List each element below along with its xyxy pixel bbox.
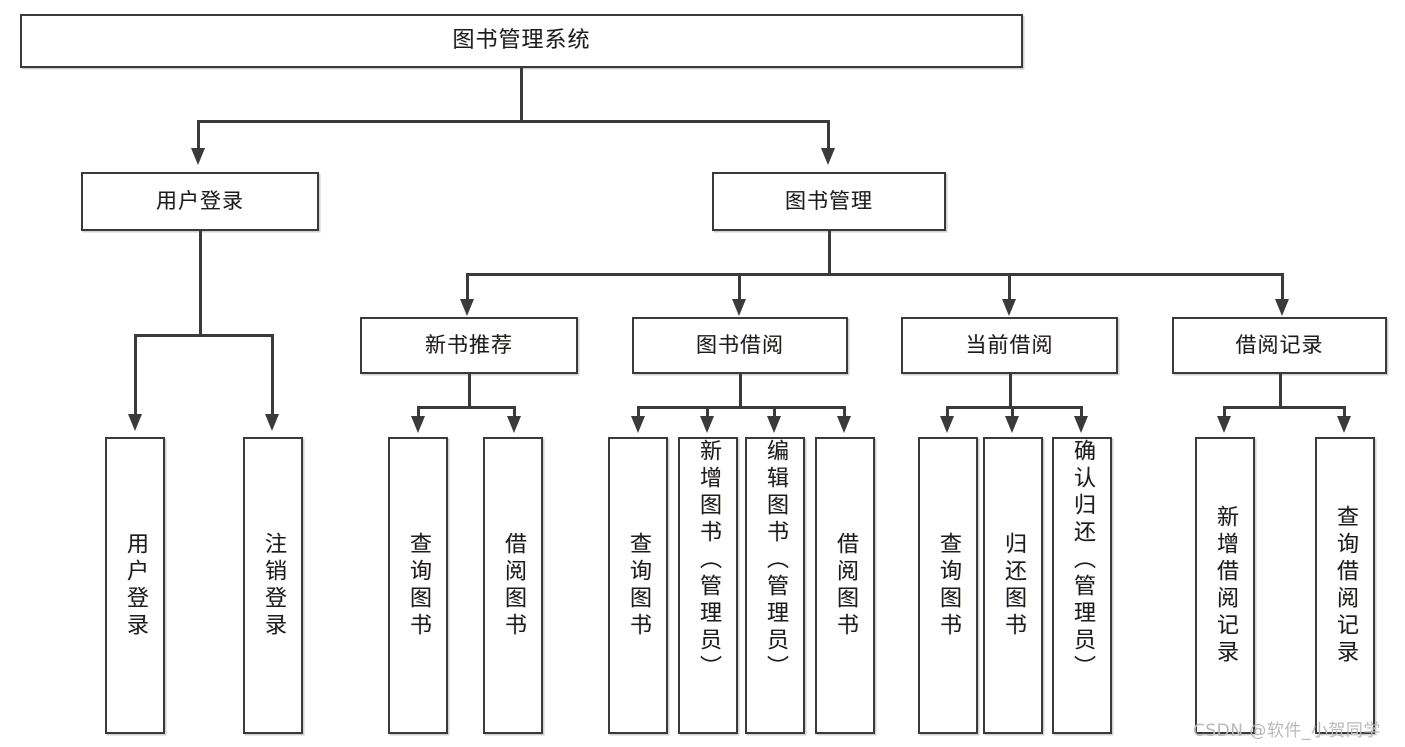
edge-borrow-record-child-2 (1343, 406, 1346, 418)
edge-current-borrow-child-3 (1080, 406, 1083, 418)
edge-book-manage-bar (466, 273, 1284, 276)
leaf-new-book-borrow[interactable]: 借阅图书 (483, 437, 543, 734)
arrow-new-book-child-2 (507, 416, 521, 433)
edge-current-borrow-child-2 (1011, 406, 1014, 418)
node-label: 编辑图书（管理员） (763, 439, 788, 682)
node-book-management[interactable]: 图书管理 (712, 172, 946, 231)
arrow-borrow-record-child-2 (1337, 416, 1351, 433)
leaf-book-borrow-borrow[interactable]: 借阅图书 (815, 437, 875, 734)
arrow-user-login-child-1 (128, 414, 142, 431)
arrow-current-borrow-child-1 (940, 416, 954, 433)
edge-user-login-bar (134, 334, 273, 337)
edge-to-new-book (466, 273, 469, 301)
edge-root-bar (197, 120, 829, 123)
edge-book-borrow-child-1 (637, 406, 640, 418)
arrow-to-book-borrow (732, 299, 746, 316)
node-label: 注销登录 (261, 531, 286, 640)
node-label: 查询图书 (406, 531, 431, 640)
node-label: 用户登录 (123, 531, 148, 640)
node-label: 借阅图书 (833, 531, 858, 640)
edge-to-current-borrow (1008, 273, 1011, 301)
node-label: 查询借阅记录 (1333, 504, 1358, 667)
node-label: 新增图书（管理员） (696, 439, 721, 682)
node-label: 新书推荐 (425, 333, 513, 358)
arrow-book-borrow-child-1 (631, 416, 645, 433)
arrow-to-book-manage (821, 148, 835, 165)
node-label: 借阅图书 (501, 531, 526, 640)
edge-borrow-record-child-1 (1223, 406, 1226, 418)
arrow-current-borrow-child-2 (1005, 416, 1019, 433)
node-current-borrow[interactable]: 当前借阅 (901, 317, 1118, 374)
leaf-book-borrow-query[interactable]: 查询图书 (608, 437, 668, 734)
edge-book-borrow-stem (739, 374, 742, 406)
edge-to-book-borrow (738, 273, 741, 301)
edge-new-book-child-2 (513, 406, 516, 418)
edge-new-book-stem (468, 374, 471, 406)
leaf-current-borrow-query[interactable]: 查询图书 (918, 437, 978, 734)
node-label: 图书借阅 (696, 333, 784, 358)
edge-to-user-login (197, 120, 200, 150)
node-label: 查询图书 (626, 531, 651, 640)
edge-to-borrow-record (1281, 273, 1284, 301)
node-new-book-recommend[interactable]: 新书推荐 (360, 317, 578, 374)
leaf-borrow-record-query[interactable]: 查询借阅记录 (1315, 437, 1375, 734)
edge-current-borrow-bar (946, 406, 1082, 409)
node-label: 确认归还（管理员） (1070, 439, 1095, 682)
edge-root-stem (520, 68, 523, 120)
leaf-user-login-login[interactable]: 用户登录 (105, 437, 165, 734)
edge-new-book-child-1 (417, 406, 420, 418)
arrow-book-borrow-child-2 (700, 416, 714, 433)
arrow-book-borrow-child-3 (767, 416, 781, 433)
edge-book-borrow-child-4 (843, 406, 846, 418)
arrow-book-borrow-child-4 (837, 416, 851, 433)
node-book-borrow[interactable]: 图书借阅 (632, 317, 848, 374)
edge-book-borrow-child-2 (706, 406, 709, 418)
node-root-system[interactable]: 图书管理系统 (20, 14, 1023, 68)
node-label: 当前借阅 (965, 333, 1054, 358)
node-label: 归还图书 (1001, 531, 1026, 640)
edge-user-login-child-1 (134, 334, 137, 416)
leaf-book-borrow-add[interactable]: 新增图书（管理员） (678, 437, 738, 734)
leaf-current-borrow-return[interactable]: 归还图书 (983, 437, 1043, 734)
node-label: 图书管理系统 (452, 28, 591, 54)
node-label: 用户登录 (156, 189, 244, 214)
arrow-borrow-record-child-1 (1217, 416, 1231, 433)
edge-current-borrow-stem (1009, 374, 1012, 406)
edge-book-manage-stem (828, 231, 831, 273)
arrow-to-user-login (191, 148, 205, 165)
edge-new-book-bar (417, 406, 515, 409)
arrow-to-new-book (460, 299, 474, 316)
arrow-new-book-child-1 (411, 416, 425, 433)
node-label: 查询图书 (936, 531, 961, 640)
node-borrow-record[interactable]: 借阅记录 (1172, 317, 1387, 374)
leaf-current-borrow-confirm[interactable]: 确认归还（管理员） (1052, 437, 1112, 734)
node-label: 新增借阅记录 (1213, 504, 1238, 667)
node-user-login[interactable]: 用户登录 (81, 172, 319, 231)
arrow-current-borrow-child-3 (1074, 416, 1088, 433)
csdn-watermark: CSDN @软件_小贺同学 (1193, 721, 1381, 741)
edge-user-login-child-2 (271, 334, 274, 416)
edge-book-borrow-bar (637, 406, 845, 409)
edge-borrow-record-bar (1223, 406, 1345, 409)
arrow-user-login-child-2 (265, 414, 279, 431)
leaf-borrow-record-add[interactable]: 新增借阅记录 (1195, 437, 1255, 734)
leaf-user-login-logout[interactable]: 注销登录 (243, 437, 303, 734)
leaf-book-borrow-edit[interactable]: 编辑图书（管理员） (745, 437, 805, 734)
edge-to-book-manage (827, 120, 830, 150)
arrow-to-borrow-record (1275, 299, 1289, 316)
arrow-to-current-borrow (1002, 299, 1016, 316)
node-label: 借阅记录 (1235, 333, 1324, 358)
edge-user-login-stem (199, 231, 202, 334)
edge-book-borrow-child-3 (773, 406, 776, 418)
edge-current-borrow-child-1 (946, 406, 949, 418)
leaf-new-book-query[interactable]: 查询图书 (388, 437, 448, 734)
edge-borrow-record-stem (1279, 374, 1282, 406)
node-label: 图书管理 (785, 189, 873, 214)
